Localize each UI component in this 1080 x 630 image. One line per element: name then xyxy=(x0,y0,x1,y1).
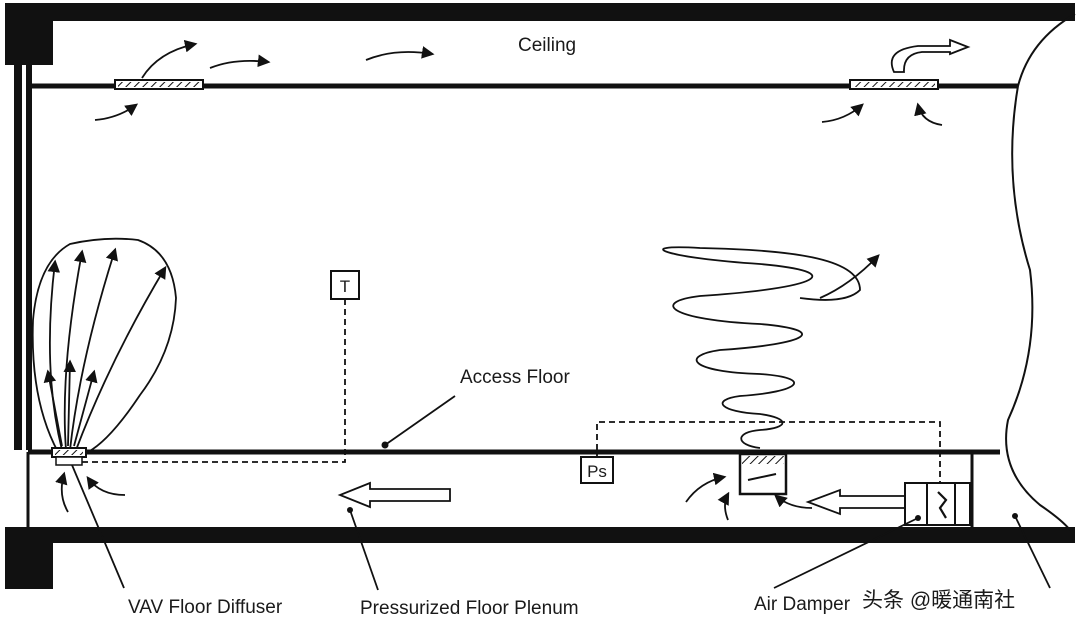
left-wall-outer xyxy=(14,62,22,450)
airflow-arrow xyxy=(75,265,167,451)
pressure-control-line xyxy=(596,421,941,492)
plenum-leader xyxy=(349,509,379,591)
airflow-arrow xyxy=(717,491,730,521)
vav-floor-diffuser xyxy=(51,447,87,466)
airflow-arrow xyxy=(819,254,880,299)
swirl-inlet-arrows xyxy=(685,472,813,521)
floor-slab xyxy=(5,527,1075,543)
air-damper xyxy=(904,482,971,526)
diffuser-inlet-arrows xyxy=(55,471,126,513)
access-floor-label: Access Floor xyxy=(460,367,570,388)
airflow-arrow xyxy=(365,46,435,61)
airflow-arrow xyxy=(69,247,118,451)
ceiling-return-grille-right xyxy=(849,79,939,90)
leader-lines xyxy=(71,395,1051,591)
thermostat-sensor: T xyxy=(330,270,360,300)
vav-floor-diffuser-label: VAV Floor Diffuser xyxy=(128,597,283,618)
ceiling-label: Ceiling xyxy=(518,35,576,56)
swirl-floor-diffuser xyxy=(738,452,788,496)
airflow-arrow xyxy=(47,259,63,451)
airflow-arrow xyxy=(63,359,77,447)
thermostat-control-line xyxy=(80,299,346,463)
airflow-arrow xyxy=(94,103,139,121)
ceiling-return-grille-left xyxy=(114,79,204,90)
access-floor-leader xyxy=(384,395,456,446)
ceiling-airflow-arrows xyxy=(94,39,943,126)
pressurized-floor-plenum-label: Pressurized Floor Plenum xyxy=(360,598,579,619)
airflow-arrow xyxy=(55,471,69,513)
plume-outline xyxy=(31,237,177,453)
airflow-arrow xyxy=(73,369,98,447)
vav-diffuser-plume xyxy=(31,237,177,453)
plenum-flow-arrow xyxy=(337,481,451,509)
airflow-arrow xyxy=(141,39,198,79)
airflow-arrow xyxy=(774,494,813,509)
top-left-column xyxy=(5,3,53,65)
diffuser-leader xyxy=(71,464,125,589)
supply-flow-arrow xyxy=(805,488,916,516)
exhaust-hollow-arrow xyxy=(890,38,971,73)
airflow-arrow xyxy=(914,102,943,126)
damper-leader xyxy=(773,517,919,589)
air-damper-label: Air Damper xyxy=(754,594,851,615)
airflow-arrow xyxy=(821,103,864,123)
watermark: 头条 @暖通南社 xyxy=(862,589,1015,612)
swirl-airflow xyxy=(662,246,880,449)
bottom-left-column xyxy=(5,527,53,589)
airflow-arrow xyxy=(685,472,727,503)
pressure-sensor: Ps xyxy=(580,456,614,484)
thermostat-label: T xyxy=(340,277,350,296)
airflow-arrow xyxy=(43,369,63,447)
left-wall-inner xyxy=(26,62,32,450)
right-break-line xyxy=(1005,13,1076,531)
airflow-arrow xyxy=(209,54,271,69)
roof-slab xyxy=(5,3,1075,21)
wall-leader xyxy=(1014,515,1051,589)
airflow-arrow xyxy=(86,475,126,496)
pressure-sensor-label: Ps xyxy=(587,462,607,481)
